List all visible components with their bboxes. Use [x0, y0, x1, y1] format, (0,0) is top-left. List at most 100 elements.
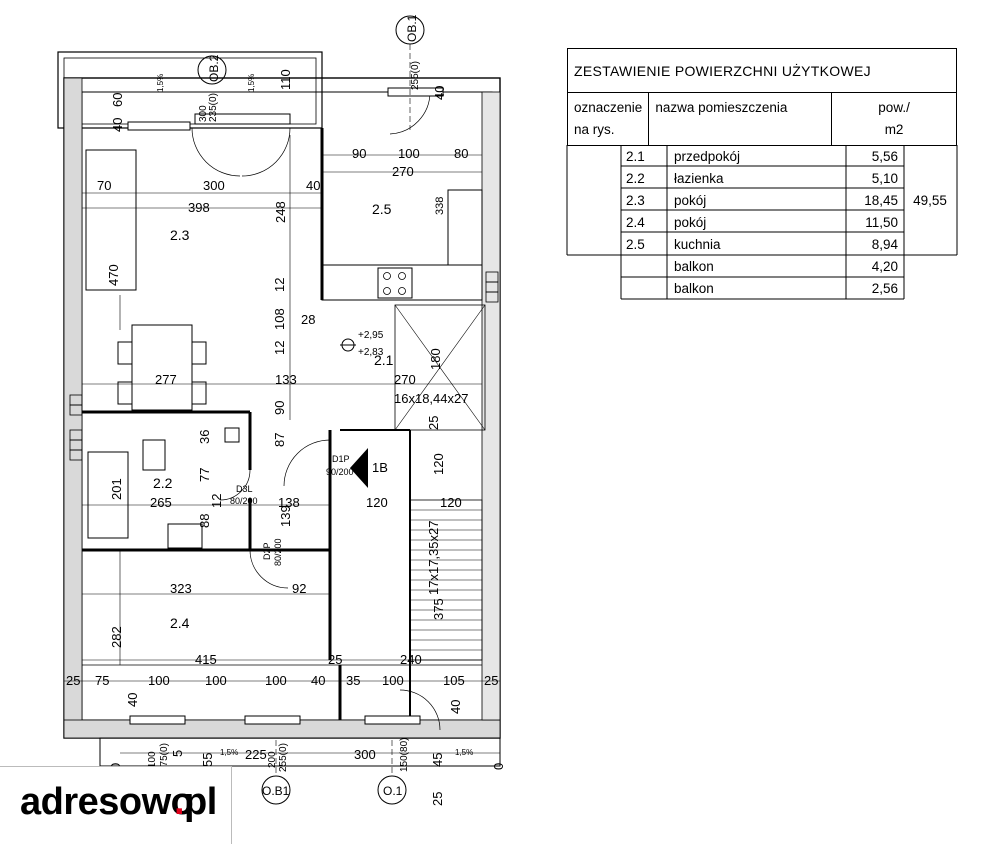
table-title: ZESTAWIENIE POWIERZCHNI UŻYTKOWEJ: [567, 48, 957, 93]
dining-table: [131, 324, 193, 411]
lower-balcony-outline: [99, 737, 501, 767]
table-title-row: ZESTAWIENIE POWIERZCHNI UŻYTKOWEJ: [567, 48, 957, 93]
stairs-label: 17x17,35x27: [426, 521, 441, 595]
row-name: łazienka: [674, 171, 724, 186]
dim-label: 108: [272, 308, 287, 330]
door-code: D2P: [262, 542, 272, 560]
dim-label: 40: [306, 178, 320, 193]
vent-duct: [69, 449, 83, 461]
dim-label: 120: [366, 495, 388, 510]
level-label: +2,83: [358, 347, 384, 358]
door-code: D1P: [332, 454, 350, 464]
header-area-line1: pow./: [878, 100, 910, 115]
kitchen-counter: [321, 264, 483, 301]
vent-duct: [485, 291, 499, 303]
dim-label: 415: [195, 652, 217, 667]
dim-label: 265: [150, 495, 172, 510]
row-code: 2.5: [626, 237, 645, 252]
room-label-2-1: 2.1: [374, 352, 394, 368]
dim-label: 12: [272, 278, 287, 292]
dim-label: 139: [278, 505, 293, 527]
dim-label: 40: [432, 86, 447, 100]
dim-label: 138: [278, 495, 300, 510]
burner: [383, 287, 391, 295]
dim-label: 277: [155, 372, 177, 387]
stairs-label: 16x18,44x27: [394, 391, 468, 406]
outer-walls: [57, 15, 501, 805]
header-area-line2: m2: [884, 122, 904, 137]
dim-label: 200: [267, 751, 278, 768]
dim-label: 25: [484, 673, 498, 688]
balcony-door: [194, 113, 291, 125]
door-swing: [191, 127, 241, 177]
logo-text: adresowo: [20, 781, 194, 823]
row-name: pokój: [674, 193, 706, 208]
dim-label: 201: [109, 478, 124, 500]
burner: [398, 272, 406, 280]
row-name: przedpokój: [674, 149, 740, 164]
dim-label: 40: [125, 693, 140, 707]
chair: [191, 341, 207, 365]
door-code: D3L: [236, 484, 253, 494]
dim-label: 300: [198, 105, 209, 122]
dim-label: 180: [428, 348, 443, 370]
level-label: +2,95: [358, 330, 384, 341]
dim-label: 28: [301, 312, 315, 327]
dim-label: 92: [292, 581, 306, 596]
dim-label: 100: [382, 673, 404, 688]
dim-label: 235(0): [208, 93, 219, 122]
row-code: 2.1: [626, 149, 645, 164]
dim-label: 25: [426, 416, 441, 430]
dim-label: 248: [273, 201, 288, 223]
axis-marker: [377, 775, 407, 805]
row-name: kuchnia: [674, 237, 721, 252]
row-code: 2.2: [626, 171, 645, 186]
slope-label: 1,5%: [220, 748, 238, 757]
axis-label: OB.2: [207, 54, 221, 82]
balcony-area: 2,56: [872, 281, 898, 296]
room-label-2-5: 2.5: [372, 201, 392, 217]
door-swing: [241, 127, 291, 177]
dim-label: 255(0): [278, 743, 289, 772]
vent-duct: [69, 404, 83, 416]
sofa: [85, 149, 137, 291]
burner: [383, 272, 391, 280]
dim-label: 100: [205, 673, 227, 688]
dim-label: 40: [110, 118, 125, 132]
header-code: oznaczenie na rys.: [566, 92, 650, 146]
row-code: 2.3: [626, 193, 645, 208]
dim-label: 25: [430, 792, 445, 806]
slope-label: 1,5%: [247, 74, 256, 92]
dim-label: 75: [95, 673, 109, 688]
room-label-2-2: 2.2: [153, 475, 173, 491]
dim-label: 338: [434, 197, 446, 215]
table-header-row: oznaczenie na rys. nazwa pomieszczenia p…: [566, 92, 957, 146]
window: [129, 715, 186, 725]
logo-dot: .: [174, 781, 185, 823]
dim-label: 398: [188, 200, 210, 215]
entrance-label: 1B: [372, 460, 388, 475]
row-area: 5,56: [872, 149, 898, 164]
dim-label: 87: [272, 433, 287, 447]
dim-label: 133: [275, 372, 297, 387]
dim-label: 375: [431, 598, 446, 620]
dim-label: 5: [170, 750, 185, 757]
dim-label: 45: [430, 753, 445, 767]
dim-label: 88: [197, 514, 212, 528]
chair: [117, 341, 133, 365]
dim-label: 100: [148, 673, 170, 688]
dim-label: 100: [398, 146, 420, 161]
balcony-area: 4,20: [872, 259, 898, 274]
dim-label: 35: [346, 673, 360, 688]
total-area: 49,55: [913, 193, 947, 208]
annotations: OB.1 OB.2 O.B1 O.1 16x18,44x27 17x17,35x…: [207, 14, 468, 798]
washbasin: [142, 439, 166, 471]
entrance-arrow-icon: [350, 448, 368, 488]
dim-label: 12: [209, 494, 224, 508]
adresowo-logo[interactable]: adresowo . pl: [0, 766, 232, 844]
dim-label: 25: [66, 673, 80, 688]
dimension-lines: [64, 135, 500, 754]
door-swing: [399, 689, 441, 731]
